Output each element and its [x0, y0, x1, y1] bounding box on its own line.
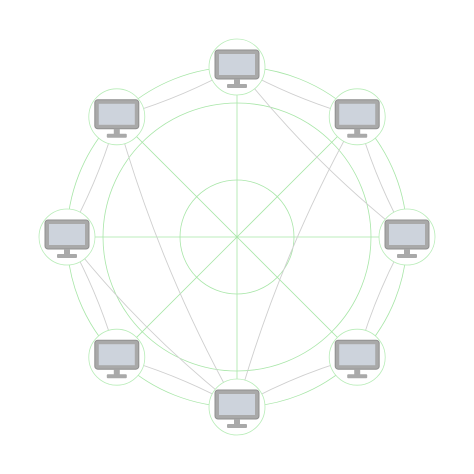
- monitor-screen: [219, 394, 255, 415]
- node-bottom[interactable]: [208, 378, 266, 436]
- node-right[interactable]: [378, 208, 436, 266]
- monitor-neck: [113, 369, 120, 376]
- node-left[interactable]: [38, 208, 96, 266]
- monitor-base: [397, 254, 417, 258]
- monitor-neck: [404, 249, 410, 255]
- computer-monitor-icon: [214, 389, 260, 428]
- monitor-base: [347, 133, 368, 138]
- computer-monitor-icon: [214, 49, 260, 88]
- monitor-neck: [234, 79, 240, 85]
- monitor-neck: [354, 128, 361, 135]
- monitor-base: [57, 254, 77, 258]
- node-bottom-left[interactable]: [88, 328, 146, 386]
- link-top-left-bottom: [116, 116, 238, 408]
- monitor-base: [106, 374, 127, 379]
- computer-monitor-icon: [94, 99, 140, 138]
- computer-monitor-icon: [384, 219, 430, 258]
- link-top-right: [236, 66, 408, 238]
- monitor-screen: [219, 54, 255, 75]
- monitor-screen: [339, 103, 376, 125]
- computer-monitor-icon: [44, 219, 90, 258]
- link-left-bottom: [66, 236, 238, 408]
- node-bottom-right[interactable]: [328, 328, 386, 386]
- monitor-base: [227, 424, 247, 428]
- monitor-screen: [49, 224, 85, 245]
- node-layer: [38, 38, 436, 436]
- monitor-screen: [98, 103, 135, 125]
- monitor-neck: [64, 249, 70, 255]
- monitor-neck: [234, 419, 240, 425]
- monitor-screen: [339, 344, 376, 366]
- monitor-screen: [389, 224, 425, 245]
- node-top[interactable]: [208, 38, 266, 96]
- monitor-base: [347, 374, 368, 379]
- monitor-base: [227, 84, 247, 88]
- monitor-neck: [113, 128, 120, 135]
- computer-monitor-icon: [334, 99, 380, 138]
- computer-monitor-icon: [94, 339, 140, 379]
- monitor-base: [106, 133, 127, 138]
- monitor-screen: [98, 344, 135, 366]
- link-top-right-bottom: [236, 116, 358, 408]
- computer-monitor-icon: [334, 339, 380, 379]
- monitor-neck: [354, 369, 361, 376]
- node-top-right[interactable]: [328, 88, 386, 146]
- node-top-left[interactable]: [88, 88, 146, 146]
- spoke-line: [116, 116, 358, 358]
